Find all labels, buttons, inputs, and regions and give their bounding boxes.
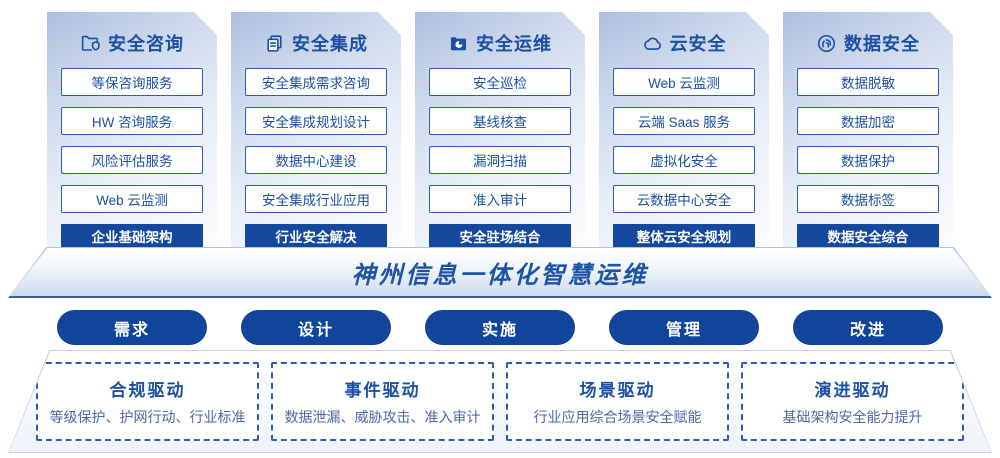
card-title: 安全运维 — [476, 34, 552, 54]
driver-compliance: 合规驱动 等级保护、护网行动、行业标准 — [36, 362, 259, 441]
driver-desc: 等级保护、护网行动、行业标准 — [49, 409, 246, 425]
pill-requirement: 需求 — [57, 310, 207, 345]
pill-cell: 管理 — [599, 310, 769, 345]
service-item: Web 云监测 — [613, 68, 755, 96]
service-item: 数据标签 — [797, 185, 939, 213]
card-title: 安全集成 — [292, 34, 368, 54]
pill-cell: 改进 — [783, 310, 953, 345]
card-cloud-security: 云安全 Web 云监测 云端 Saas 服务 虚拟化安全 云数据中心安全 整体云… — [599, 12, 769, 248]
card-header: 安全运维 — [415, 28, 585, 58]
cloud-icon — [642, 33, 663, 54]
card-header: 云安全 — [599, 28, 769, 58]
driver-desc: 行业应用综合场景安全赋能 — [533, 409, 702, 425]
card-security-integration: 安全集成 安全集成需求咨询 安全集成规划设计 数据中心建设 安全集成行业应用 行… — [231, 12, 401, 248]
driver-title: 场景驱动 — [579, 381, 656, 400]
pill-cell: 设计 — [231, 310, 401, 345]
pill-implementation: 实施 — [425, 310, 575, 345]
card-title: 云安全 — [669, 34, 727, 54]
service-item: 数据加密 — [797, 107, 939, 135]
service-item: Web 云监测 — [61, 185, 203, 213]
service-cards-row: 安全咨询 等保咨询服务 HW 咨询服务 风险评估服务 Web 云监测 企业基础架… — [47, 12, 953, 248]
drivers-panel: 合规驱动 等级保护、护网行动、行业标准 事件驱动 数据泄漏、威胁攻击、准入审计 … — [8, 350, 992, 453]
service-item: HW 咨询服务 — [61, 107, 203, 135]
banner-surface: 神州信息一体化智慧运维 — [9, 248, 991, 297]
pill-management: 管理 — [609, 310, 759, 345]
card-header: 安全咨询 — [47, 28, 217, 58]
service-item: 数据脱敏 — [797, 68, 939, 96]
service-item: 安全巡检 — [429, 68, 571, 96]
pill-cell: 实施 — [415, 310, 585, 345]
service-item: 基线核查 — [429, 107, 571, 135]
process-pills-row: 需求 设计 实施 管理 改进 — [47, 310, 953, 345]
driver-title: 合规驱动 — [109, 381, 186, 400]
service-item: 安全集成规划设计 — [245, 107, 387, 135]
drivers-panel-surface: 合规驱动 等级保护、护网行动、行业标准 事件驱动 数据泄漏、威胁攻击、准入审计 … — [9, 351, 991, 452]
driver-evolution: 演进驱动 基础架构安全能力提升 — [741, 362, 964, 441]
folder-shield-icon — [80, 33, 101, 54]
service-item: 数据保护 — [797, 146, 939, 174]
service-item: 等保咨询服务 — [61, 68, 203, 96]
drivers-row: 合规驱动 等级保护、护网行动、行业标准 事件驱动 数据泄漏、威胁攻击、准入审计 … — [9, 351, 991, 441]
card-header: 安全集成 — [231, 28, 401, 58]
service-item: 准入审计 — [429, 185, 571, 213]
driver-incident: 事件驱动 数据泄漏、威胁攻击、准入审计 — [271, 362, 494, 441]
service-item: 云数据中心安全 — [613, 185, 755, 213]
fingerprint-circle-icon — [816, 33, 837, 54]
service-item: 云端 Saas 服务 — [613, 107, 755, 135]
banner-title: 神州信息一体化智慧运维 — [351, 262, 649, 289]
copy-pages-icon — [264, 33, 285, 54]
driver-desc: 基础架构安全能力提升 — [782, 409, 923, 425]
card-data-security: 数据安全 数据脱敏 数据加密 数据保护 数据标签 数据安全综合 解决方案 — [783, 12, 953, 248]
pill-design: 设计 — [241, 310, 391, 345]
folder-clock-icon — [448, 33, 469, 54]
driver-title: 演进驱动 — [814, 381, 891, 400]
service-item: 安全集成行业应用 — [245, 185, 387, 213]
card-title: 安全咨询 — [108, 34, 184, 54]
banner: 神州信息一体化智慧运维 — [8, 247, 992, 298]
service-item: 漏洞扫描 — [429, 146, 571, 174]
driver-scenario: 场景驱动 行业应用综合场景安全赋能 — [506, 362, 729, 441]
driver-desc: 数据泄漏、威胁攻击、准入审计 — [284, 409, 481, 425]
service-item: 数据中心建设 — [245, 146, 387, 174]
service-item: 风险评估服务 — [61, 146, 203, 174]
service-item: 安全集成需求咨询 — [245, 68, 387, 96]
card-security-consulting: 安全咨询 等保咨询服务 HW 咨询服务 风险评估服务 Web 云监测 企业基础架… — [47, 12, 217, 248]
card-security-operations: 安全运维 安全巡检 基线核查 漏洞扫描 准入审计 安全驻场结合 单次服务 — [415, 12, 585, 248]
card-header: 数据安全 — [783, 28, 953, 58]
pill-improvement: 改进 — [793, 310, 943, 345]
card-title: 数据安全 — [844, 34, 920, 54]
pill-cell: 需求 — [47, 310, 217, 345]
driver-title: 事件驱动 — [344, 381, 421, 400]
service-item: 虚拟化安全 — [613, 146, 755, 174]
